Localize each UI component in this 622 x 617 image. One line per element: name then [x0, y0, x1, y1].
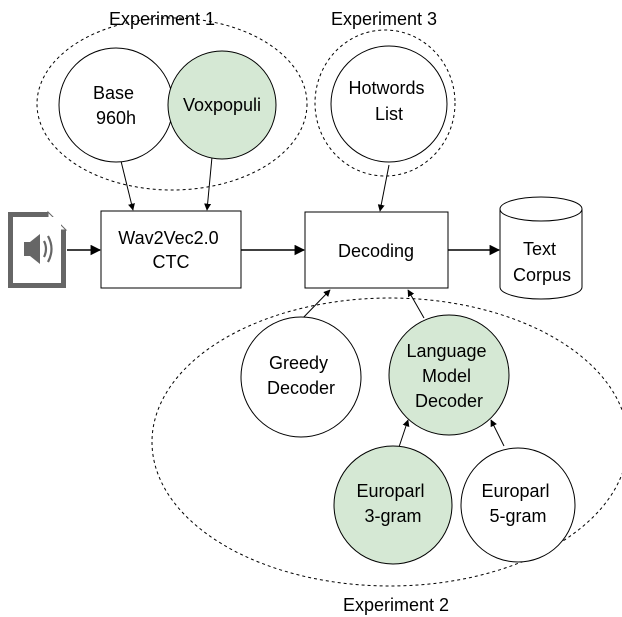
greedy-decoder-node — [240, 316, 362, 438]
base-960h-label: Base 960h — [93, 83, 139, 128]
text-corpus-label: Text Corpus — [513, 239, 571, 285]
text-corpus-node — [499, 196, 583, 300]
edge-euro5-to-lm — [490, 419, 505, 447]
edge-euro3-to-lm — [397, 419, 410, 451]
greedy-decoder-label: Greedy Decoder — [267, 353, 335, 398]
edge-greedy-to-decoding — [299, 289, 331, 322]
audio-file-icon — [8, 210, 68, 288]
europarl-3gram-node — [333, 445, 453, 565]
experiment-2-group — [151, 297, 622, 587]
base-960h-node — [58, 47, 174, 163]
wav2vec-ctc-label: Wav2Vec2.0 CTC — [118, 228, 223, 272]
experiment-1-group — [36, 17, 308, 191]
hotwords-list-label: Hotwords List — [348, 78, 429, 124]
decoding-label: Decoding — [338, 241, 414, 261]
wav2vec-ctc-node — [100, 210, 242, 289]
language-model-decoder-label: Language Model Decoder — [406, 341, 491, 411]
hotwords-list-node — [330, 45, 448, 163]
europarl-5gram-node — [460, 447, 576, 563]
edge-voxpopuli-to-wav2vec — [204, 156, 213, 211]
experiment-1-label: Experiment 1 — [109, 9, 215, 29]
experiment-3-group — [314, 29, 456, 177]
voxpopuli-label: Voxpopuli — [183, 95, 261, 115]
decoding-node — [304, 211, 449, 289]
experiment-2-label: Experiment 2 — [343, 595, 449, 615]
edge-base-to-wav2vec — [119, 156, 135, 211]
edge-lm-to-decoding — [407, 289, 425, 319]
language-model-decoder-node — [388, 314, 510, 436]
experiment-3-label: Experiment 3 — [331, 9, 437, 29]
europarl-3gram-label: Europarl 3-gram — [356, 481, 429, 526]
edge-hotwords-to-decoding — [377, 164, 390, 212]
voxpopuli-node — [167, 50, 277, 160]
europarl-5gram-label: Europarl 5-gram — [481, 481, 554, 526]
